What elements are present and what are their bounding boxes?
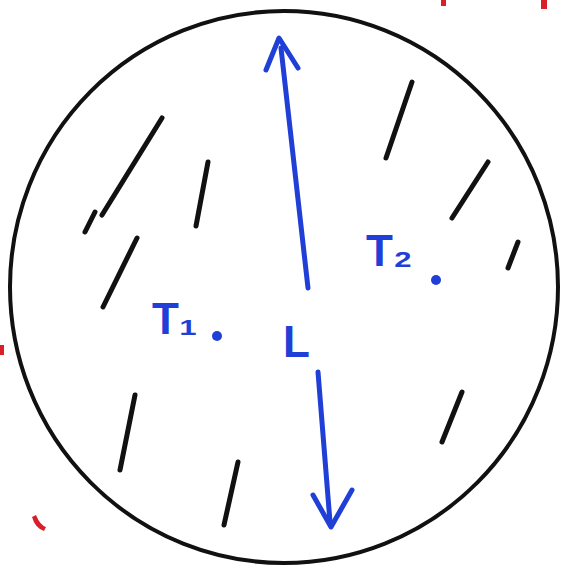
grain-dashes	[85, 82, 518, 525]
point-label: T₂	[366, 229, 412, 273]
points	[212, 275, 441, 341]
point-label: T₁	[152, 297, 197, 341]
length-arrow	[266, 38, 352, 527]
circle-outline	[10, 11, 558, 563]
margin-marks	[0, 0, 547, 531]
length-label: L	[283, 320, 310, 364]
